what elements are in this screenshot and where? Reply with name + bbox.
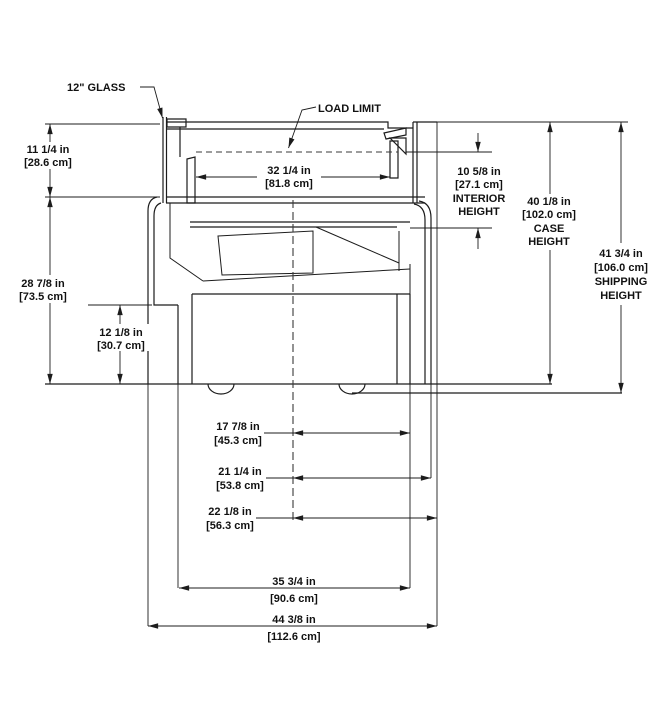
glass-panel	[162, 117, 168, 203]
load-limit-callout-label: LOAD LIMIT	[318, 103, 381, 115]
leader-glass	[140, 86, 163, 119]
dim-metric: [28.6 cm]	[24, 157, 72, 169]
dim-metric: [106.0 cm]	[594, 262, 648, 274]
dim-metric: [102.0 cm]	[522, 209, 576, 221]
leader-load-limit	[288, 106, 317, 149]
dimension-lines	[45, 86, 628, 629]
interior-box	[217, 230, 314, 276]
rear-caster-wheel	[338, 383, 366, 395]
dim-value: 28 7/8 in	[21, 278, 65, 290]
dim-metric: [53.8 cm]	[216, 480, 264, 492]
dim-metric: [90.6 cm]	[270, 593, 318, 605]
dim-value: 35 3/4 in	[272, 576, 316, 588]
glass-top-clip	[166, 118, 187, 157]
deck-band	[166, 196, 425, 228]
dim-value: 32 1/4 in	[267, 165, 311, 177]
interior-right-diagonal	[315, 226, 411, 294]
dim-caption-2: HEIGHT	[458, 206, 500, 218]
label-case-height: 40 1/8 in [102.0 cm] CASE HEIGHT	[522, 196, 576, 248]
body-front-inner	[153, 202, 178, 306]
dim-center-to-rear-body	[266, 384, 432, 481]
dim-metric: [81.8 cm]	[265, 178, 313, 190]
dim-base-depth	[177, 384, 411, 591]
dim-case-height	[437, 121, 628, 385]
dim-caption-1: SHIPPING	[595, 276, 648, 288]
dim-value: 17 7/8 in	[216, 421, 260, 433]
front-caster-wheel	[207, 383, 235, 395]
dim-value: 10 5/8 in	[457, 166, 501, 178]
body-rear-face	[418, 200, 432, 384]
dim-value: 21 1/4 in	[218, 466, 262, 478]
dim-metric: [45.3 cm]	[214, 435, 262, 447]
rear-latch-bracket	[383, 127, 407, 140]
dim-metric: [27.1 cm]	[455, 179, 503, 191]
interior-details	[169, 203, 411, 294]
dim-value: 22 1/8 in	[208, 506, 252, 518]
dim-metric: [112.6 cm]	[267, 631, 321, 643]
interior-floor-slope	[202, 268, 411, 282]
label-interior-height: 10 5/8 in [27.1 cm] INTERIOR HEIGHT	[453, 166, 506, 218]
label-center-to-rear-body: 21 1/4 in [53.8 cm]	[216, 466, 264, 492]
label-center-to-rear-overall: 22 1/8 in [56.3 cm]	[206, 506, 254, 532]
dim-value: 44 3/8 in	[272, 614, 316, 626]
labels: 12" GLASS LOAD LIMIT 11 1/4 in [28.6 cm]…	[19, 82, 648, 643]
canopy-rear-face	[412, 122, 418, 203]
body-rear-inner	[413, 203, 426, 384]
dim-metric: [56.3 cm]	[206, 520, 254, 532]
dim-caption-2: HEIGHT	[528, 236, 570, 248]
dim-caption-1: CASE	[534, 223, 565, 235]
base-front-face	[177, 294, 193, 384]
label-interior-width: 32 1/4 in [81.8 cm]	[265, 165, 313, 190]
dim-center-to-rear-base	[264, 384, 411, 588]
body-front-face	[147, 196, 158, 384]
dim-metric: [30.7 cm]	[97, 340, 145, 352]
dim-value: 40 1/8 in	[527, 196, 571, 208]
rear-corner-gusset	[388, 137, 407, 156]
dim-caption-1: INTERIOR	[453, 193, 506, 205]
label-lower-front-height: 28 7/8 in [73.5 cm]	[19, 278, 67, 303]
dim-caption-2: HEIGHT	[600, 290, 642, 302]
dim-value: 41 3/4 in	[599, 248, 643, 260]
label-shipping-height: 41 3/4 in [106.0 cm] SHIPPING HEIGHT	[594, 248, 648, 302]
case-outline	[45, 117, 622, 395]
interior-left-rail	[186, 156, 196, 204]
label-overall-depth: 44 3/8 in [112.6 cm]	[267, 614, 321, 643]
label-base-depth: 35 3/4 in [90.6 cm]	[270, 576, 318, 605]
label-center-to-rear-base: 17 7/8 in [45.3 cm]	[214, 421, 262, 447]
glass-callout-label: 12" GLASS	[67, 82, 125, 94]
text-halos	[8, 142, 321, 351]
dim-center-to-rear-overall	[256, 122, 438, 521]
interior-right-rail	[389, 140, 399, 179]
dim-overall-depth	[147, 384, 438, 629]
base-rear-face	[396, 294, 411, 384]
canopy-top	[166, 121, 437, 130]
dim-value: 12 1/8 in	[99, 327, 143, 339]
label-base-height: 12 1/8 in [30.7 cm]	[97, 327, 145, 352]
label-glass-front-height: 11 1/4 in [28.6 cm]	[24, 144, 72, 169]
interior-left-wall	[169, 203, 204, 282]
dim-metric: [73.5 cm]	[19, 291, 67, 303]
dim-interior-height	[406, 133, 492, 249]
dim-value: 11 1/4 in	[27, 144, 70, 156]
